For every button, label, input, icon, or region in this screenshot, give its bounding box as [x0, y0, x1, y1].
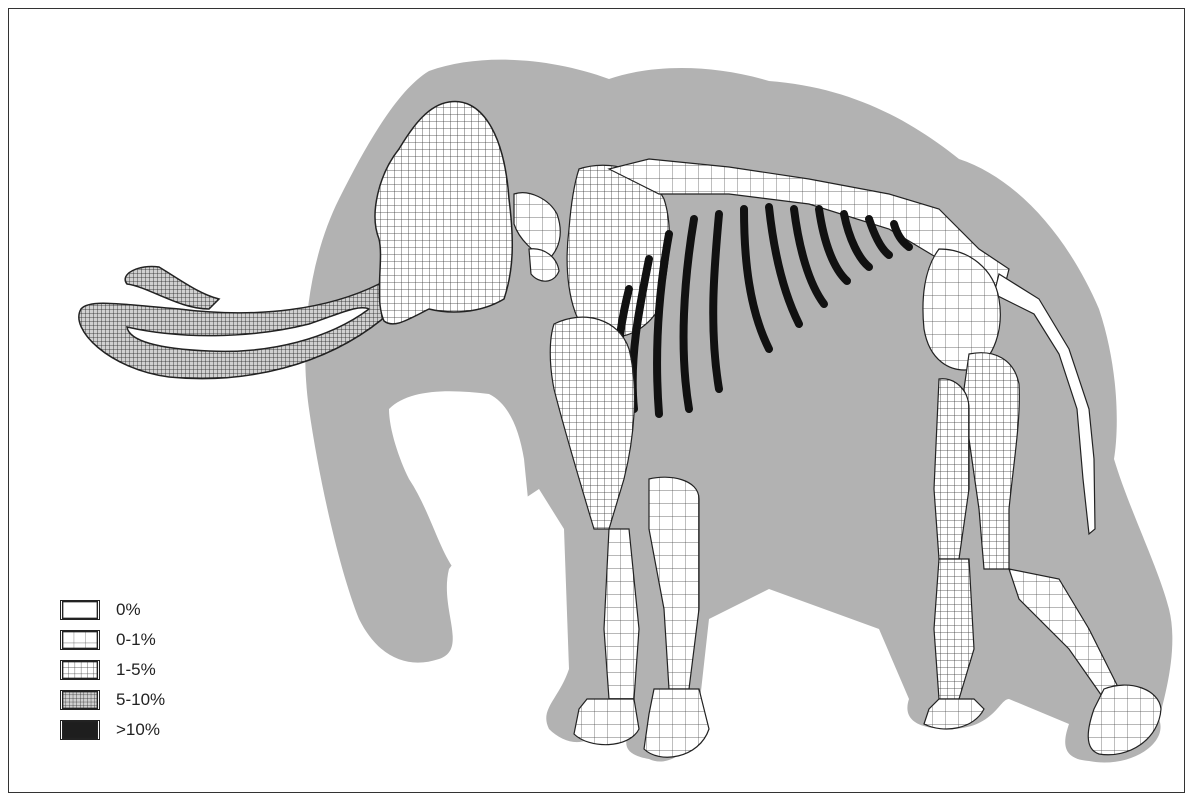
legend-label-5-10-percent: 5-10%: [116, 690, 165, 710]
legend-item-1: 0-1%: [60, 627, 220, 657]
legend-swatch-0-1-percent: [60, 630, 100, 650]
legend-label-0-percent: 0%: [116, 600, 141, 620]
legend-item-4: >10%: [60, 717, 220, 747]
legend-label-1-5-percent: 1-5%: [116, 660, 156, 680]
legend-swatch-1-5-percent: [60, 660, 100, 680]
legend-swatch-5-10-percent: [60, 690, 100, 710]
figure-frame: 0% 0-1% 1-5% 5-10% >10%: [8, 8, 1185, 793]
legend-item-3: 5-10%: [60, 687, 220, 717]
legend-label-0-1-percent: 0-1%: [116, 630, 156, 650]
legend-swatch-over-10-percent: [60, 720, 100, 740]
legend-label-over-10-percent: >10%: [116, 720, 160, 740]
legend-item-0: 0%: [60, 597, 220, 627]
legend-item-2: 1-5%: [60, 657, 220, 687]
legend-swatch-0-percent: [60, 600, 100, 620]
legend: 0% 0-1% 1-5% 5-10% >10%: [60, 597, 220, 747]
